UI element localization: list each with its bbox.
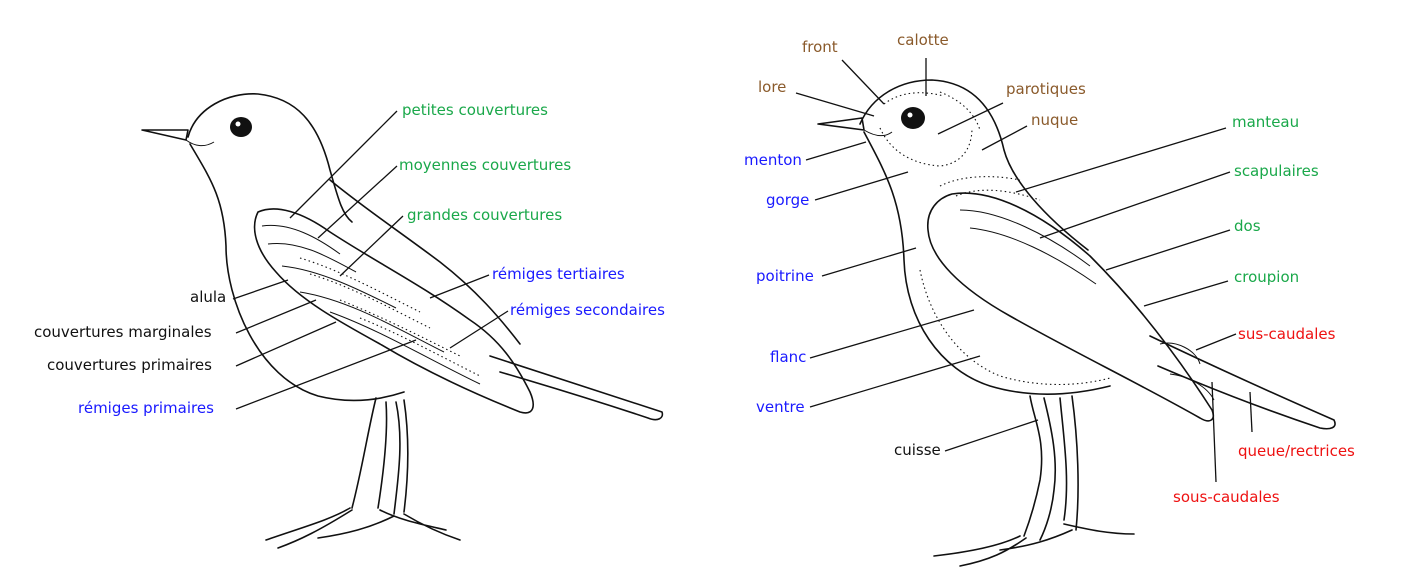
left-bird-wing <box>253 208 534 414</box>
label-sous-caudales: sous-caudales <box>1173 488 1280 506</box>
label-queue-rectrices: queue/rectrices <box>1238 442 1355 460</box>
label-lore: lore <box>758 78 787 96</box>
label-manteau: manteau <box>1232 113 1300 131</box>
label-alula: alula <box>190 288 227 306</box>
left-bird-legs <box>351 397 409 515</box>
leader-ventre <box>809 355 981 408</box>
leader-primaires <box>235 339 417 410</box>
leader-cuisse <box>944 419 1039 452</box>
left-bird-beak <box>141 129 189 141</box>
leader-secondaires <box>449 310 509 349</box>
leader-scapulaires <box>1039 171 1231 239</box>
label-dos: dos <box>1234 217 1261 235</box>
label-remiges-primaires: rémiges primaires <box>78 399 214 417</box>
left-bird-head <box>187 93 353 223</box>
label-remiges-tertiaires: rémiges tertiaires <box>492 265 625 283</box>
right-bird-wing <box>927 192 1215 422</box>
leader-dos <box>1105 229 1231 271</box>
leader-grandes <box>339 215 404 277</box>
label-menton: menton <box>744 151 802 169</box>
right-bird-legs <box>1023 395 1079 541</box>
left-bird-tail <box>489 355 664 421</box>
right-bird-body <box>863 131 1111 396</box>
label-grandes-couvertures: grandes couvertures <box>407 206 563 224</box>
leader-flanc <box>809 309 975 359</box>
left-bird-eye <box>230 117 252 137</box>
label-couvertures-primaires: couvertures primaires <box>47 356 212 374</box>
right-bird-head <box>859 79 1089 251</box>
label-couvertures-marginales: couvertures marginales <box>34 323 212 341</box>
label-parotiques: parotiques <box>1006 80 1086 98</box>
leader-manteau <box>1015 127 1227 193</box>
label-sus-caudales: sus-caudales <box>1238 325 1336 343</box>
leader-marginales <box>235 299 317 334</box>
leader-sus-caudales <box>1195 333 1237 351</box>
right-bird-drawing <box>817 79 1336 567</box>
label-petites-couvertures: petites couvertures <box>402 101 548 119</box>
leader-sous-caudales <box>1211 381 1217 483</box>
leader-croupion <box>1143 280 1229 307</box>
label-gorge: gorge <box>766 191 810 209</box>
leader-queue <box>1249 391 1253 433</box>
label-calotte: calotte <box>897 31 949 49</box>
label-moyennes-couvertures: moyennes couvertures <box>399 156 572 174</box>
leader-tertiaires <box>429 274 490 299</box>
label-remiges-secondaires: rémiges secondaires <box>510 301 665 319</box>
leader-nuque <box>981 125 1028 151</box>
leader-lines <box>232 58 1253 483</box>
leader-petites <box>289 110 398 219</box>
label-scapulaires: scapulaires <box>1234 162 1319 180</box>
leader-menton <box>805 141 867 161</box>
leader-primaires-cov <box>235 321 337 367</box>
leader-front <box>841 59 885 105</box>
right-bird-tail <box>1149 335 1336 430</box>
right-bird-beak <box>817 117 865 131</box>
leader-parotiques <box>937 102 1004 135</box>
label-ventre: ventre <box>756 398 805 416</box>
label-poitrine: poitrine <box>756 267 814 285</box>
leader-alula <box>232 279 289 300</box>
label-nuque: nuque <box>1031 111 1079 129</box>
label-cuisse: cuisse <box>894 441 941 459</box>
leader-moyennes <box>317 165 398 239</box>
right-bird-eye <box>901 107 925 129</box>
label-flanc: flanc <box>770 348 807 366</box>
left-bird-body <box>189 143 405 402</box>
leader-poitrine <box>821 247 917 277</box>
label-croupion: croupion <box>1234 268 1300 286</box>
leader-gorge <box>814 171 909 201</box>
leader-lore <box>795 92 875 117</box>
label-front: front <box>802 38 838 56</box>
